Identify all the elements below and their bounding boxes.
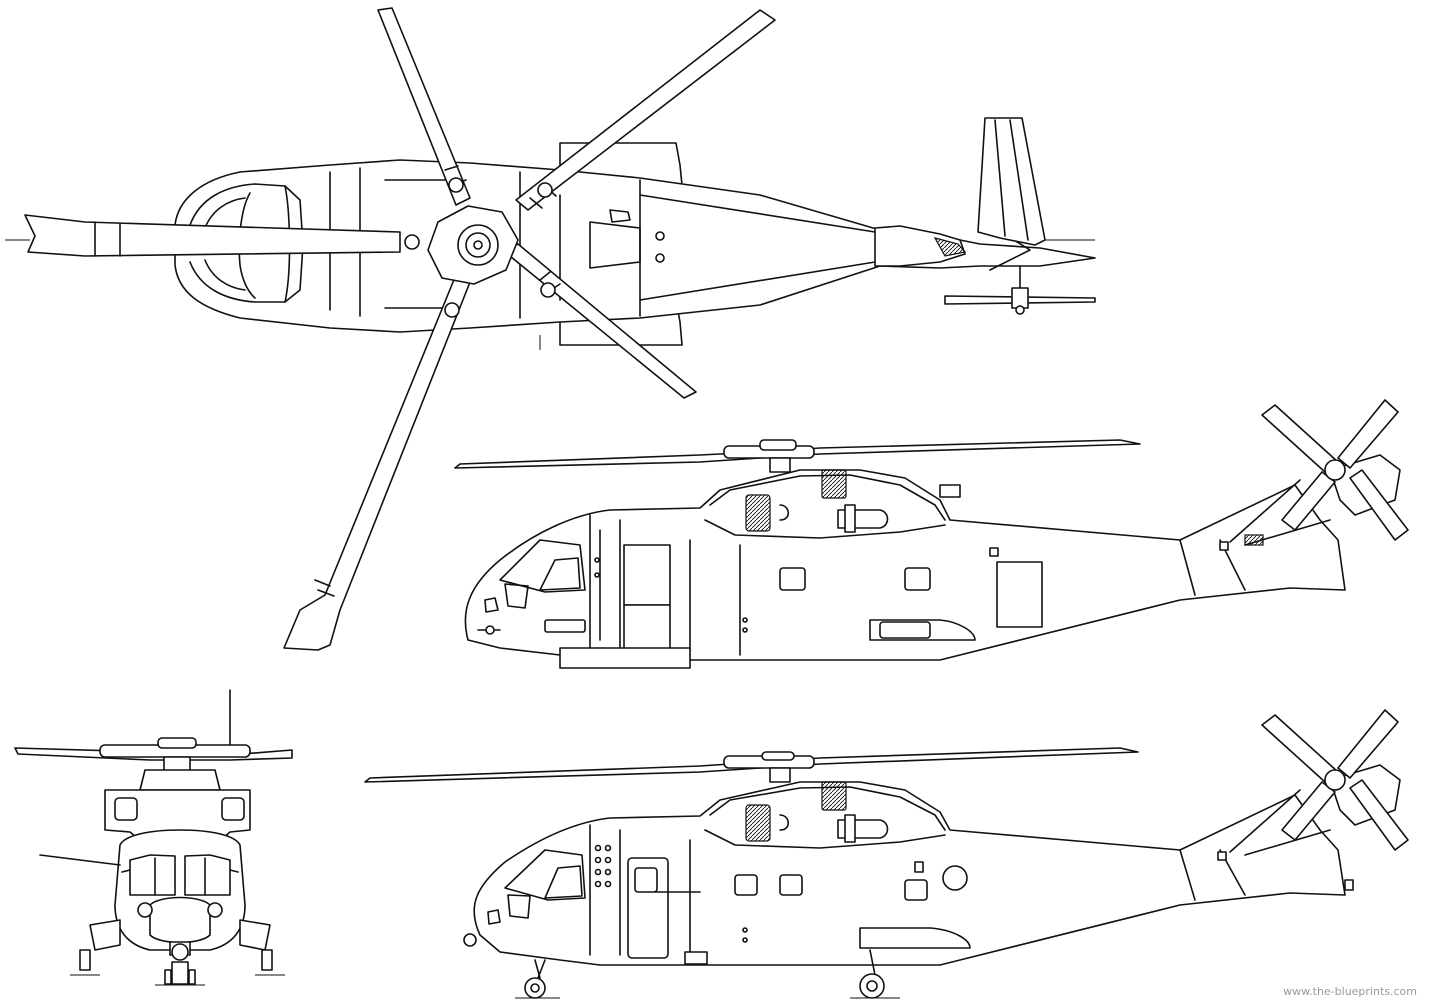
- top-view: [5, 7, 1096, 651]
- front-view-windscreen: [121, 854, 239, 896]
- side-view-lower: [364, 709, 1409, 999]
- side-view-lower-cockpit: [487, 849, 586, 925]
- side-view-upper-fuselage: [464, 469, 1346, 661]
- side-view-lower-details: [589, 789, 1354, 965]
- side-view-lower-landing-gear: [463, 933, 900, 999]
- side-view-upper-main-rotor: [454, 439, 1141, 473]
- side-view-lower-tail-rotor: [1261, 709, 1409, 851]
- side-view-upper-cockpit: [477, 539, 586, 635]
- watermark: www.the-blueprints.com: [1283, 985, 1417, 998]
- side-view-lower-fuselage: [473, 781, 1346, 966]
- top-view-tail-fin: [977, 117, 1046, 246]
- front-view-landing-gear: [70, 949, 285, 986]
- side-view-upper-tail: [1179, 399, 1409, 596]
- side-view-upper-details: [544, 514, 1043, 669]
- top-view-tail: [874, 117, 1096, 315]
- top-view-fuselage: [174, 159, 1096, 333]
- side-view-lower-main-rotor: [364, 747, 1139, 783]
- front-view-fuselage: [114, 829, 246, 951]
- side-view-upper: [454, 399, 1409, 669]
- front-view: [14, 689, 293, 986]
- side-view-lower-engine: [704, 781, 946, 849]
- top-view-main-rotor: [24, 7, 776, 651]
- side-view-upper-engine: [704, 469, 961, 539]
